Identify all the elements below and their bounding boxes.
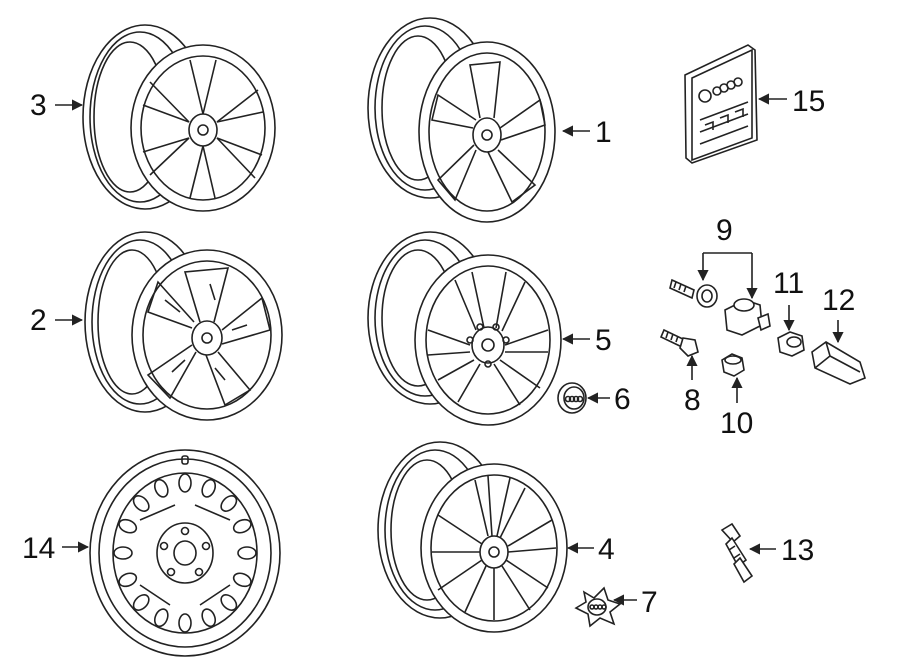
spare-wheel-vent-hole — [232, 572, 252, 588]
wheel-part-1[interactable] — [367, 17, 556, 223]
callout-14: 14 — [22, 532, 55, 565]
spare-wheel-vent-hole — [201, 478, 217, 498]
removal-tool-part-12[interactable] — [811, 341, 866, 385]
spare-wheel-vent-hole — [118, 518, 138, 534]
wheel-bolt-part-8[interactable] — [659, 328, 699, 357]
spare-wheel-vent-hole — [132, 594, 150, 611]
wheel-part-4[interactable] — [377, 441, 568, 633]
callout-13: 13 — [781, 534, 814, 567]
callout-15: 15 — [792, 85, 825, 118]
callout-6: 6 — [614, 383, 631, 416]
spare-wheel-vent-hole — [220, 594, 238, 611]
lock-kit-part-15[interactable] — [684, 44, 758, 164]
callout-9: 9 — [716, 214, 733, 247]
spare-wheel-vent-hole — [232, 518, 252, 534]
lug-nut-part-10[interactable] — [721, 353, 745, 377]
spare-wheel-vent-hole — [132, 495, 150, 512]
spare-wheel-part-14[interactable] — [89, 449, 281, 657]
wheel-part-3[interactable] — [82, 24, 276, 212]
callout-5: 5 — [595, 324, 612, 357]
bolt-cap-part-11[interactable] — [777, 331, 805, 357]
center-cap-part-6[interactable] — [557, 382, 587, 414]
tpms-valve-part-13[interactable] — [720, 522, 754, 584]
spare-wheel-vent-hole — [178, 473, 192, 493]
spare-wheel-vent-hole — [118, 572, 138, 588]
spare-wheel-vent-hole — [201, 608, 217, 628]
spare-wheel-vent-hole — [153, 608, 169, 628]
spare-wheel-vent-hole — [220, 495, 238, 512]
lock-key-part-9[interactable] — [724, 298, 771, 336]
wheel-part-2[interactable] — [84, 231, 283, 421]
spare-wheel-vent-hole — [237, 546, 257, 560]
callout-3: 3 — [30, 89, 47, 122]
spare-wheel-vent-hole — [113, 546, 133, 560]
callout-10: 10 — [720, 407, 753, 440]
callout-7: 7 — [641, 586, 658, 619]
callout-11: 11 — [773, 267, 804, 300]
callout-2: 2 — [30, 304, 47, 337]
callout-8: 8 — [684, 384, 701, 417]
callout-1: 1 — [595, 116, 612, 149]
callout-4: 4 — [598, 533, 615, 566]
spare-wheel-vent-hole — [178, 613, 192, 633]
center-cap-part-7[interactable] — [574, 586, 622, 628]
lock-bolt-part-9[interactable] — [669, 278, 718, 308]
spare-wheel-vent-hole — [153, 478, 169, 498]
wheel-part-5[interactable] — [367, 231, 562, 426]
callout-12: 12 — [822, 284, 855, 317]
